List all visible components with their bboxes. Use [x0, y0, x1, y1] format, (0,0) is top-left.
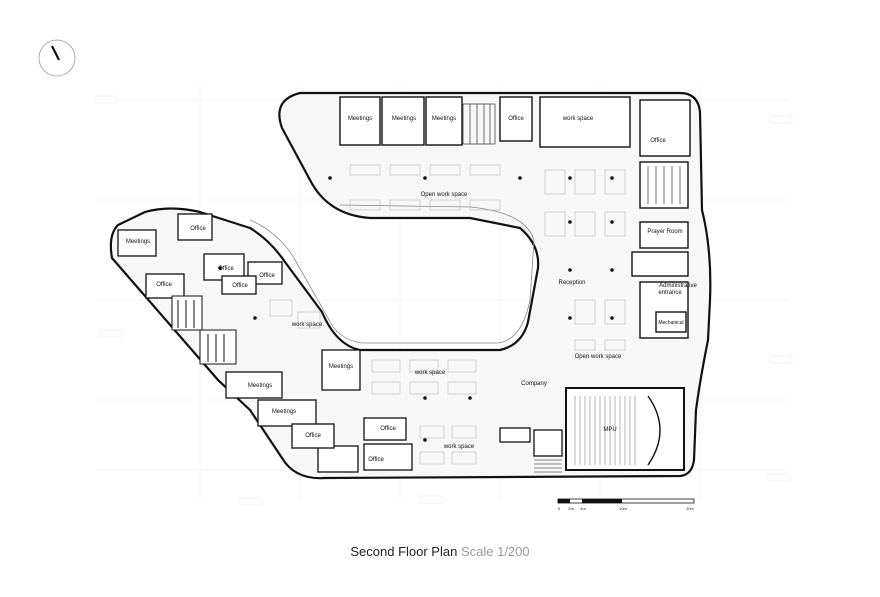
room-label: Office [190, 226, 206, 232]
room-label: Mechanical [658, 320, 683, 326]
room-labels: Meetings Meetings Meetings Office work s… [126, 116, 698, 463]
scale-tick-label: 2m [568, 506, 574, 511]
room-label: Company [521, 381, 547, 387]
scale-tick-label: 4m [580, 506, 586, 511]
stair-top [462, 103, 496, 145]
stair-bottom [534, 459, 562, 473]
left-wing-rooms [117, 213, 335, 449]
bottom-rooms [317, 417, 563, 473]
watermark [94, 95, 793, 506]
plan-caption: Second Floor Plan Scale 1/200 [0, 544, 880, 559]
room-label: Meetings [432, 116, 456, 122]
north-arrow-icon [38, 39, 76, 77]
scale-bar: 0 2m 4m 10m 20m [557, 498, 695, 511]
room-label: Office [259, 273, 275, 279]
room-label: work space [414, 370, 446, 376]
scale-tick-label: 0 [558, 506, 561, 511]
room-label: Office [156, 282, 172, 288]
room-label: Office [508, 116, 524, 122]
room-label: entrance [658, 290, 682, 296]
center-rooms [321, 349, 361, 391]
room-label: Meetings [248, 383, 272, 389]
top-rooms [339, 96, 691, 157]
stair-right [647, 166, 681, 204]
room-label: Administrative [659, 283, 697, 289]
left-core [171, 295, 237, 365]
room-label: Office [650, 138, 666, 144]
plan-title: Second Floor Plan [350, 544, 458, 559]
room-label: work space [443, 444, 475, 450]
plan-scale: Scale 1/200 [460, 544, 530, 559]
room-label: Meetings [272, 409, 296, 415]
room-label: Office [368, 457, 384, 463]
room-label: Meetings [329, 364, 353, 370]
mpu-hall [565, 387, 685, 471]
room-label: Meetings [348, 116, 372, 122]
furniture [269, 164, 626, 465]
room-label: work space [562, 116, 594, 122]
room-label: Meetings [126, 239, 150, 245]
room-label: Office [305, 433, 321, 439]
courtyard-edge [249, 204, 535, 344]
room-label: Office [380, 426, 396, 432]
columns [218, 176, 614, 442]
room-label: Open work space [575, 354, 622, 360]
room-label: Office [232, 283, 248, 289]
scale-tick-label: 10m [619, 506, 627, 511]
room-label: work space [291, 322, 323, 328]
room-label: Open work space [421, 192, 468, 198]
room-label: Office [218, 266, 234, 272]
scale-tick-label: 20m [686, 506, 694, 511]
room-label: MPU [603, 427, 616, 433]
room-label: Reception [558, 280, 585, 286]
room-label: Prayer Room [647, 229, 682, 235]
room-label: Meetings [392, 116, 416, 122]
